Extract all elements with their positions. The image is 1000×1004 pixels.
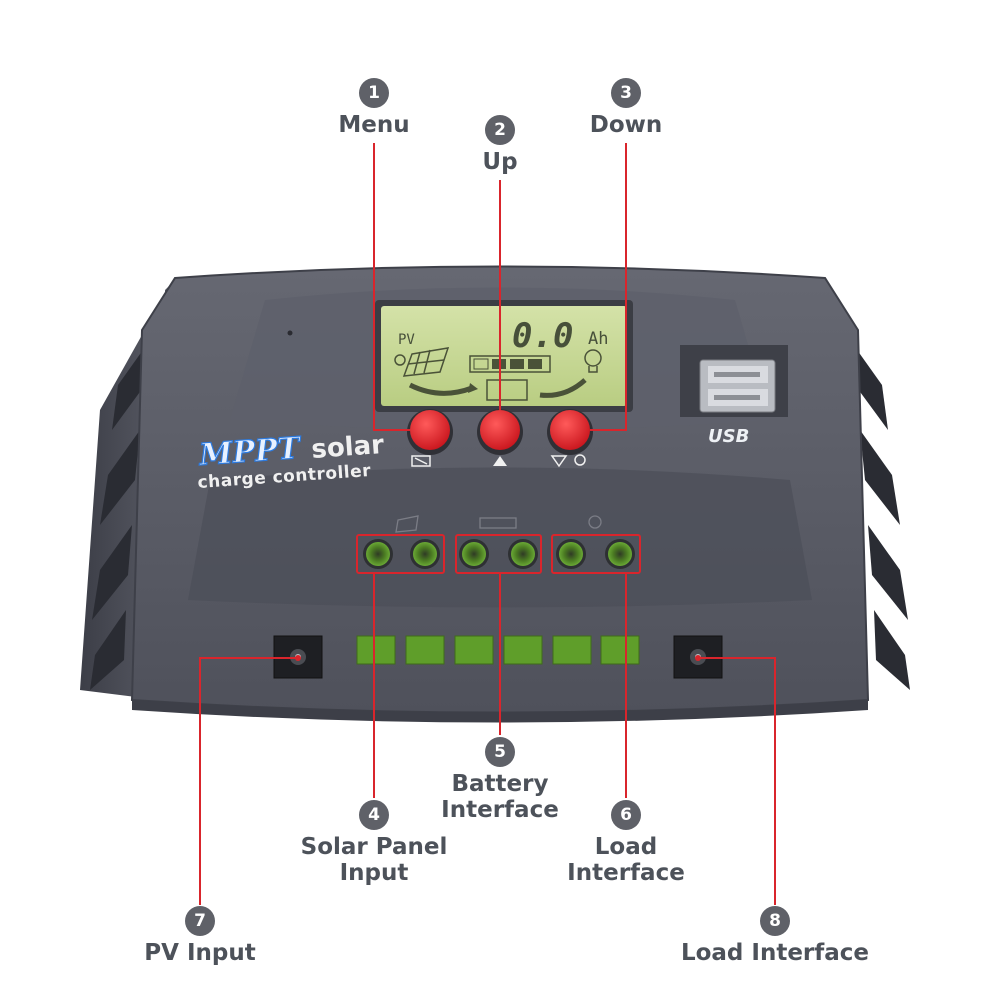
callout-solar-panel-input: 4 Solar Panel Input — [294, 800, 454, 886]
callout-menu: 1 Menu — [324, 78, 424, 138]
lcd-bulb-icon — [584, 349, 602, 373]
menu-symbol-icon — [411, 455, 431, 467]
callout-label-up: Up — [482, 149, 518, 175]
callout-battery-interface: 5 Battery Interface — [430, 737, 570, 823]
battery-icon — [479, 517, 517, 529]
usb-port-icon — [680, 345, 788, 417]
lcd-unit: Ah — [588, 329, 608, 349]
right-cooling-fins — [850, 340, 910, 690]
callout-label-load-line2: Interface — [567, 860, 685, 886]
lcd-display: PV 0.0 Ah — [375, 300, 633, 412]
callout-badge-6: 6 — [611, 800, 641, 830]
callout-badge-5: 5 — [485, 737, 515, 767]
lcd-arrow-left-icon — [408, 382, 473, 396]
lcd-solar-panel-icon — [394, 347, 450, 377]
down-button[interactable] — [547, 409, 593, 455]
down-bulb-icon — [550, 454, 586, 468]
up-button[interactable] — [477, 409, 523, 455]
callout-badge-4: 4 — [359, 800, 389, 830]
bulb-icon — [588, 515, 602, 529]
callout-label-solar-line1: Solar Panel — [300, 834, 448, 860]
lcd-pv-label: PV — [398, 332, 415, 348]
callout-lines — [199, 143, 776, 905]
lcd-value: 0.0 — [512, 316, 573, 356]
terminal-symbols — [395, 515, 602, 533]
callout-label-down: Down — [589, 112, 663, 138]
callout-label-solar-line2: Input — [339, 860, 409, 886]
callout-pv-input: 7 PV Input — [130, 906, 270, 966]
callout-label-load-dc: Load Interface — [680, 940, 870, 966]
terminal-blocks — [356, 635, 640, 665]
callout-label-load-line1: Load — [594, 834, 658, 860]
indicator-hole — [287, 330, 293, 336]
brand-mppt-text: MPPT — [197, 431, 304, 473]
callout-badge-1: 1 — [359, 78, 389, 108]
callout-label-menu: Menu — [338, 112, 410, 138]
callout-badge-3: 3 — [611, 78, 641, 108]
menu-button[interactable] — [407, 409, 453, 455]
callout-load-interface: 6 Load Interface — [556, 800, 696, 886]
callout-down: 3 Down — [566, 78, 686, 138]
callout-up: 2 Up — [450, 115, 550, 175]
callout-badge-7: 7 — [185, 906, 215, 936]
brand-solar-text: solar — [310, 430, 385, 465]
up-arrow-icon — [493, 456, 507, 466]
solar-panel-icon — [395, 515, 419, 533]
callout-dots — [295, 655, 701, 661]
callout-label-battery-line1: Battery — [451, 771, 549, 797]
callout-badge-2: 2 — [485, 115, 515, 145]
usb-label: USB — [708, 426, 749, 447]
terminal-holes — [363, 539, 635, 569]
callout-badge-8: 8 — [760, 906, 790, 936]
lcd-arrow-right-icon — [539, 378, 587, 398]
callout-load-interface-dc: 8 Load Interface — [680, 906, 870, 966]
lower-ridge — [188, 467, 812, 608]
callout-label-pv-input: PV Input — [144, 940, 256, 966]
callout-label-battery-line2: Interface — [441, 797, 559, 823]
